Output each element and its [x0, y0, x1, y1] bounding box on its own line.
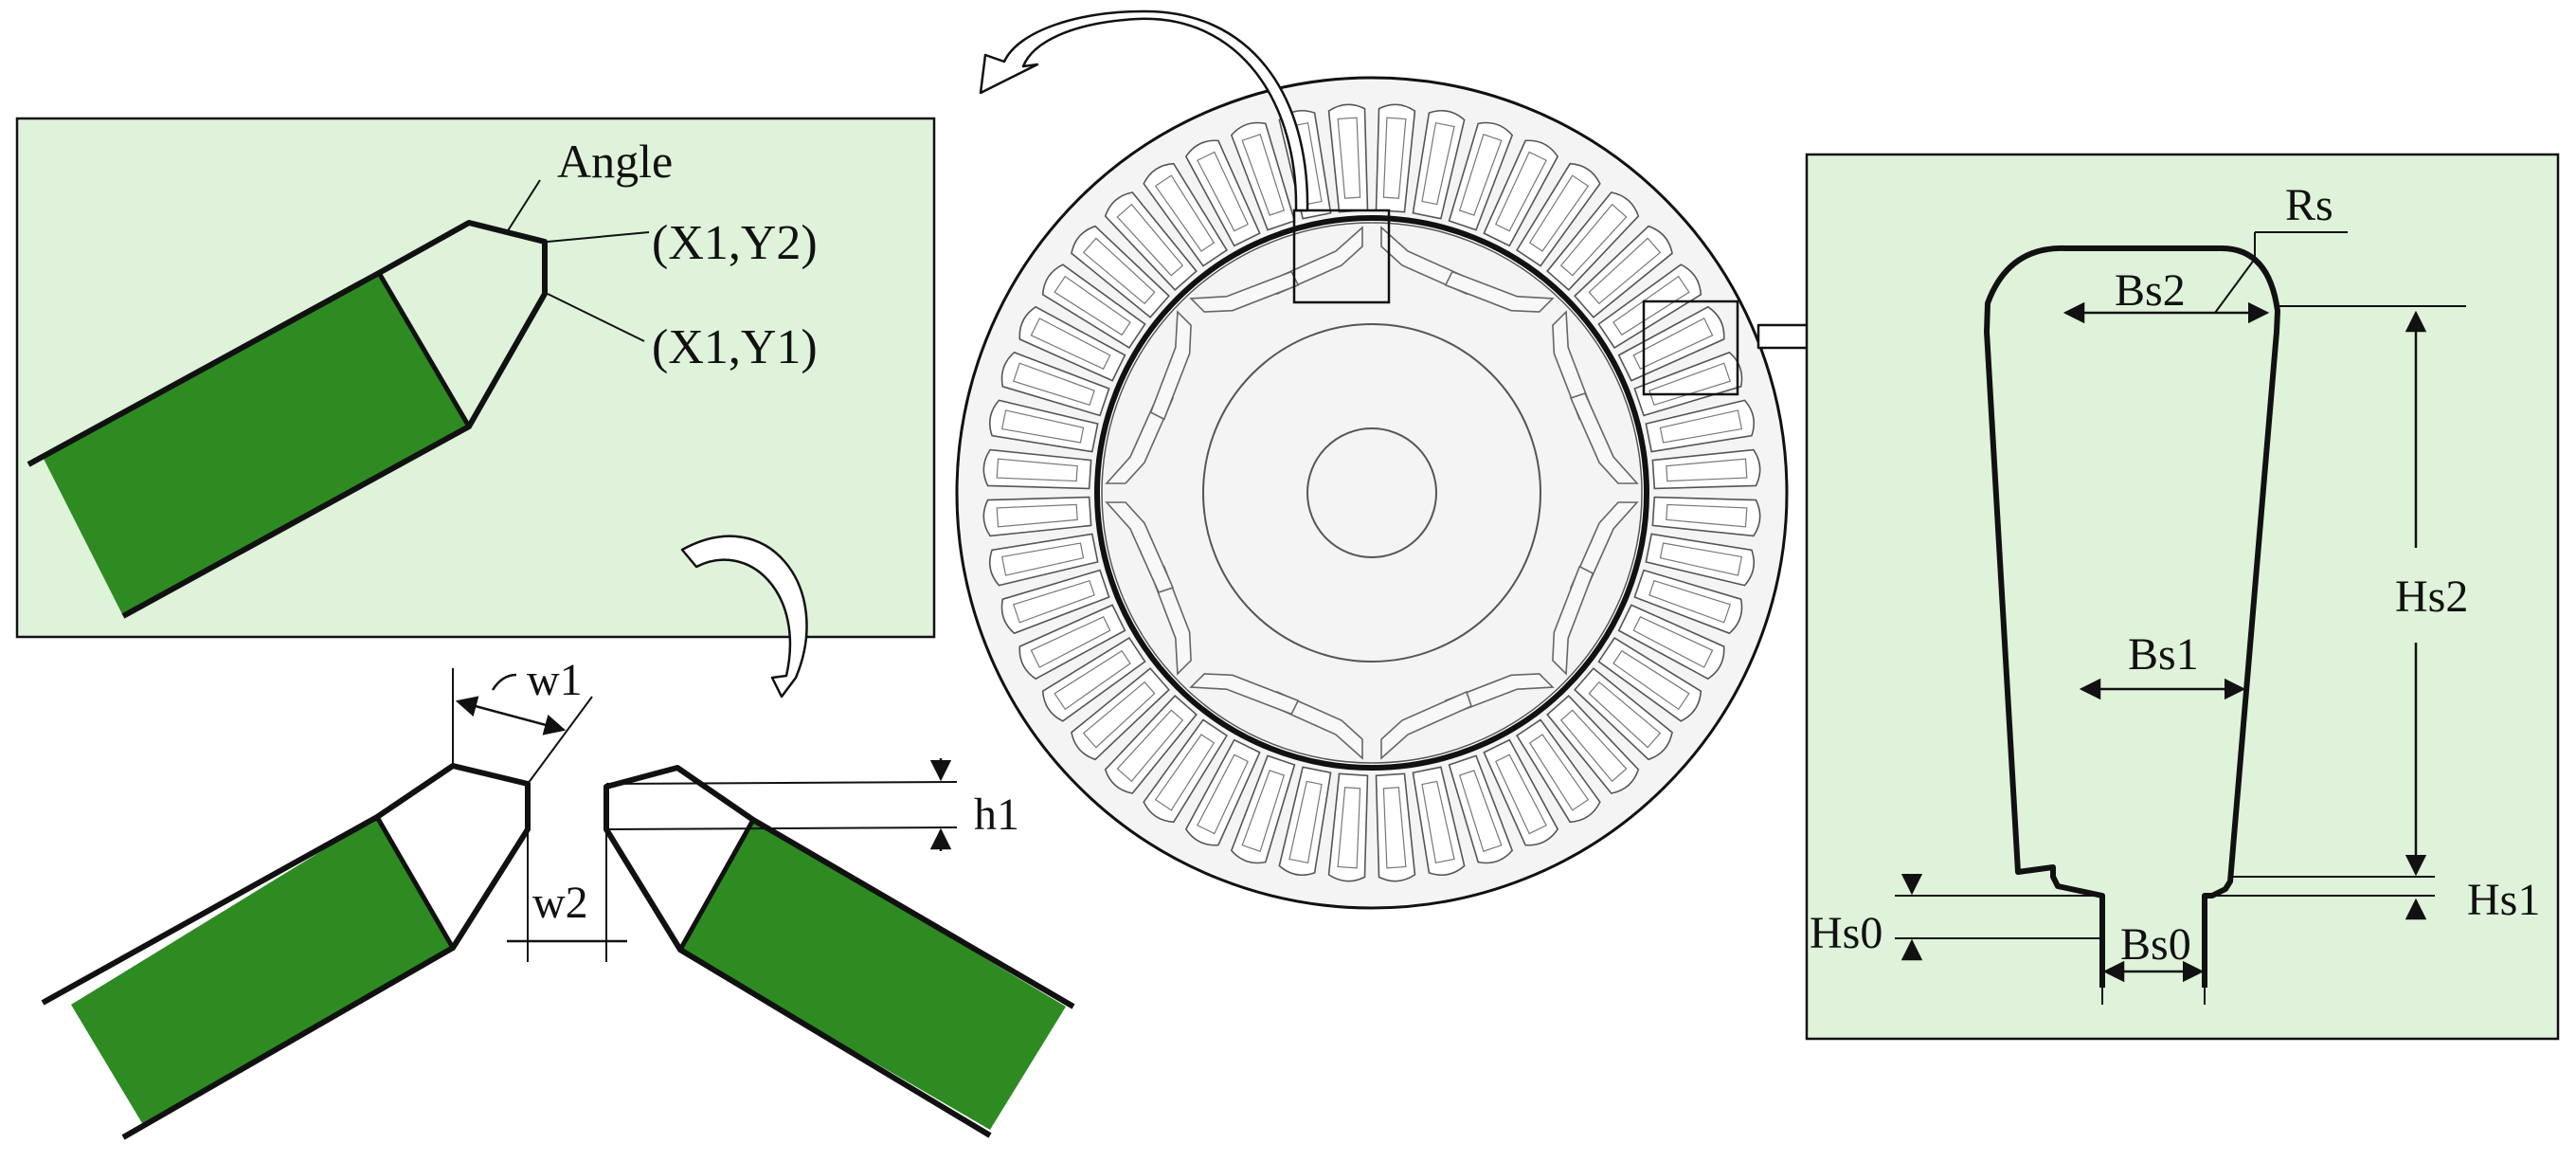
w1-dimension [455, 696, 567, 735]
hs2-label: Hs2 [2395, 572, 2468, 622]
stator-slot [1412, 766, 1466, 877]
bs2-label: Bs2 [2115, 265, 2186, 316]
magnet-detail-panel: Angle (X1,Y2) (X1,Y1) [15, 117, 936, 639]
stator-slot [1375, 772, 1416, 882]
stator-slot [1000, 351, 1110, 417]
curved-arrow-icon [979, 9, 1309, 212]
panel-background [1805, 153, 2560, 1041]
motor-cross-section [955, 76, 1789, 910]
bs1-label: Bs1 [2128, 629, 2199, 680]
stator-slot [1041, 263, 1146, 349]
stator-slot [1516, 162, 1601, 267]
slot-detail-panel: Rs Bs2 Bs1 Hs2 Hs1 Hs0 Bs0 [1805, 153, 2560, 1041]
stator-slot [1546, 191, 1640, 291]
h1-label: h1 [974, 790, 1019, 840]
rs-label: Rs [2285, 180, 2333, 230]
angle-leader [506, 179, 541, 233]
stator-slot [1143, 718, 1228, 824]
stator-slot [1412, 109, 1466, 220]
stator-slot [1018, 604, 1126, 681]
stator-slot [1000, 569, 1110, 635]
stator-slot [1617, 604, 1725, 681]
stator-slot [1230, 121, 1296, 231]
hs0-label: Hs0 [1810, 908, 1882, 958]
x1y1-label: (X1,Y1) [652, 320, 818, 374]
stator-slot [988, 399, 1099, 453]
stator-slot [1184, 139, 1261, 247]
stator-slot [982, 448, 1092, 490]
stator-slot [1597, 637, 1702, 722]
right-magnet-block [680, 820, 1066, 1130]
stator-slot [1633, 351, 1743, 417]
zoom-box-magnet [1292, 209, 1391, 304]
stator-slot [1651, 496, 1761, 537]
stator-slot [1071, 225, 1170, 318]
stator-slot [1597, 263, 1702, 349]
stator-slot [1546, 695, 1640, 794]
stator-slot [1375, 103, 1416, 213]
stator-slot [1516, 718, 1601, 824]
stator-slot [1633, 569, 1743, 635]
stator-slot [1574, 225, 1673, 318]
stator-slot [1483, 139, 1559, 247]
stator-slot [1230, 754, 1296, 864]
zoom-box-slot [1642, 300, 1739, 396]
stator-slot [1448, 121, 1514, 231]
rotor-magnet-pair [1149, 565, 1300, 716]
x1y1-leader [547, 293, 645, 342]
rotor-magnet-pair [1149, 270, 1300, 421]
stator-slot [1483, 738, 1559, 846]
stator-slot [1617, 305, 1725, 382]
stator-slot [1327, 772, 1369, 882]
angle-label: Angle [557, 135, 673, 188]
stator-slot [1278, 766, 1332, 877]
stator-slot [1041, 637, 1146, 722]
rotor-magnet-pair [1444, 565, 1594, 716]
shaft [1306, 427, 1437, 558]
magnet-edge [376, 271, 472, 428]
hs1-label: Hs1 [2467, 875, 2540, 925]
stator-slot [1104, 191, 1198, 291]
stator-slot [982, 496, 1092, 537]
rotor-inner-ring [1202, 323, 1541, 663]
stator-slot [1143, 162, 1228, 267]
stator-slots [982, 103, 1761, 882]
w2-label: w2 [532, 878, 588, 928]
stator-slot [1184, 738, 1261, 846]
x1y2-label: (X1,Y2) [652, 216, 818, 270]
stator-slot [1645, 399, 1756, 453]
stator-slot [1645, 533, 1756, 587]
stator-slot [1448, 754, 1514, 864]
rotor-outer [1101, 222, 1643, 764]
magnet-block [43, 273, 469, 616]
stator-slot [1574, 667, 1673, 761]
stator-slot [1018, 305, 1126, 382]
magnet-pair-detail: w1 w2 h1 [41, 655, 1075, 1140]
w1-label: w1 [527, 655, 583, 705]
stator-slot [1651, 448, 1761, 490]
stator-slot [1071, 667, 1170, 761]
x1y2-leader [547, 231, 650, 243]
curved-arrow-icon [680, 535, 808, 699]
arc-mark [491, 673, 517, 691]
stator-slot [988, 533, 1099, 587]
left-magnet-block [71, 817, 453, 1123]
stator-slot [1327, 103, 1369, 213]
slot-outline [1984, 245, 2280, 988]
stator-slot [1104, 695, 1198, 794]
bs0-label: Bs0 [2120, 919, 2191, 970]
